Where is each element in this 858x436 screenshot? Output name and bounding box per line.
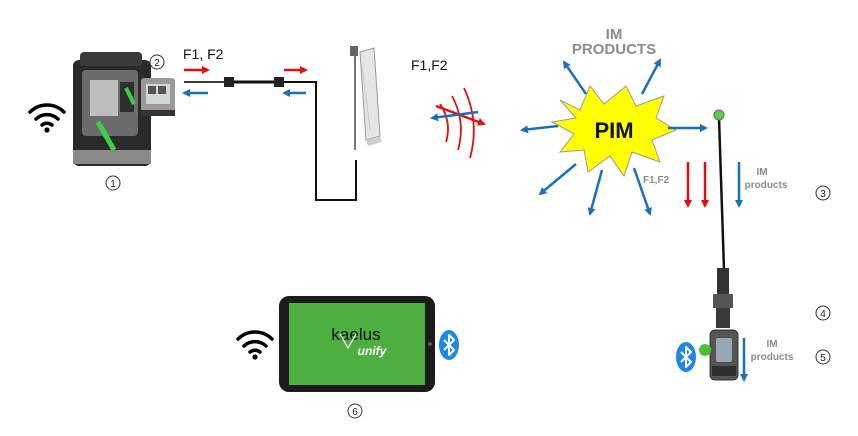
svg-text:2: 2 bbox=[154, 58, 160, 69]
handheld-unit bbox=[699, 329, 739, 381]
callout-3: 3 bbox=[815, 185, 831, 201]
im-products-low-line1: IM bbox=[766, 339, 777, 350]
rf-waves bbox=[430, 87, 486, 159]
pim-analyzer-unit bbox=[73, 52, 151, 166]
svg-text:4: 4 bbox=[820, 309, 826, 320]
f1-f2-label-small: F1,F2 bbox=[643, 175, 670, 186]
f1-f2-label-left: F1, F2 bbox=[183, 46, 224, 62]
bluetooth-icon bbox=[439, 330, 459, 360]
svg-text:1: 1 bbox=[110, 179, 116, 190]
callout-6: 6 bbox=[347, 403, 363, 419]
im-radiating-arrows bbox=[520, 58, 708, 216]
im-products-top-line2: PRODUCTS bbox=[572, 41, 656, 58]
svg-text:3: 3 bbox=[820, 189, 826, 200]
im-products-mid-line1: IM bbox=[756, 167, 767, 178]
tablet-brand-line2: unify bbox=[358, 344, 388, 358]
bluetooth-icon bbox=[676, 342, 696, 372]
svg-text:5: 5 bbox=[820, 353, 826, 364]
im-products-low-line2: products bbox=[751, 352, 794, 363]
wifi-icon bbox=[236, 330, 274, 360]
callout-4: 4 bbox=[815, 305, 831, 321]
f1-f2-label-antenna: F1,F2 bbox=[411, 57, 448, 73]
feed-cable bbox=[184, 77, 357, 201]
pim-label: PIM bbox=[594, 118, 633, 143]
panel-antenna bbox=[350, 46, 382, 150]
callout-5: 5 bbox=[815, 349, 831, 365]
im-products-mid-line2: products bbox=[745, 180, 788, 191]
test-probe bbox=[713, 109, 733, 328]
pim-burst: PIM bbox=[550, 85, 678, 178]
callout-1: 1 bbox=[105, 175, 121, 191]
svg-text:6: 6 bbox=[352, 407, 358, 418]
wifi-icon bbox=[28, 103, 66, 133]
callout-2: 2 bbox=[149, 54, 165, 70]
combiner-unit bbox=[141, 78, 175, 116]
im-products-top-line1: IM bbox=[606, 26, 623, 43]
tablet: kaelus unify bbox=[279, 296, 435, 392]
